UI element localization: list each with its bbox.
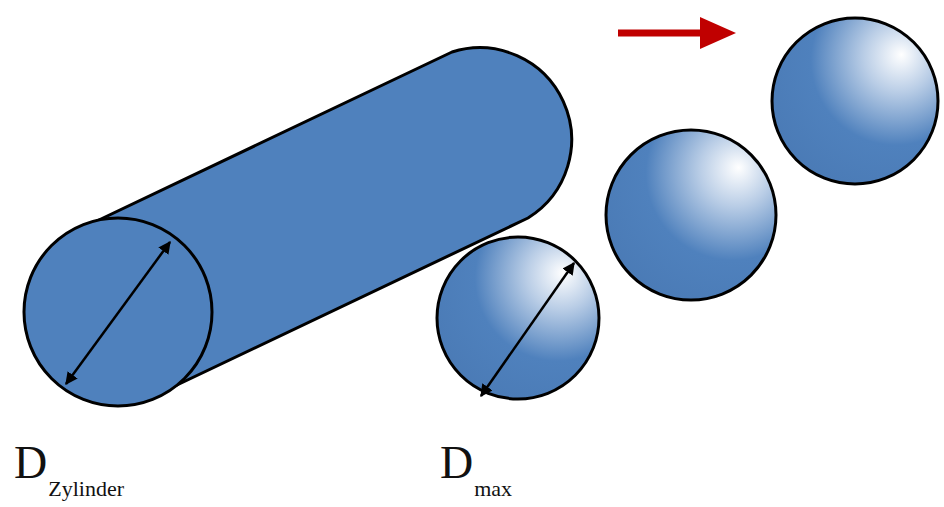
diameter-arrow [66, 242, 170, 384]
sphere [437, 237, 599, 399]
dimension-subscript: max [474, 478, 512, 500]
cylinder-end-face [24, 218, 212, 406]
sphere [606, 130, 776, 300]
dimension-symbol: D [14, 440, 47, 486]
diameter-arrow [481, 263, 574, 396]
dimension-symbol: D [440, 440, 473, 486]
direction-arrow [618, 30, 706, 37]
sphere [772, 18, 938, 184]
dimension-subscript: Zylinder [48, 478, 124, 500]
direction-arrowhead [700, 17, 736, 49]
